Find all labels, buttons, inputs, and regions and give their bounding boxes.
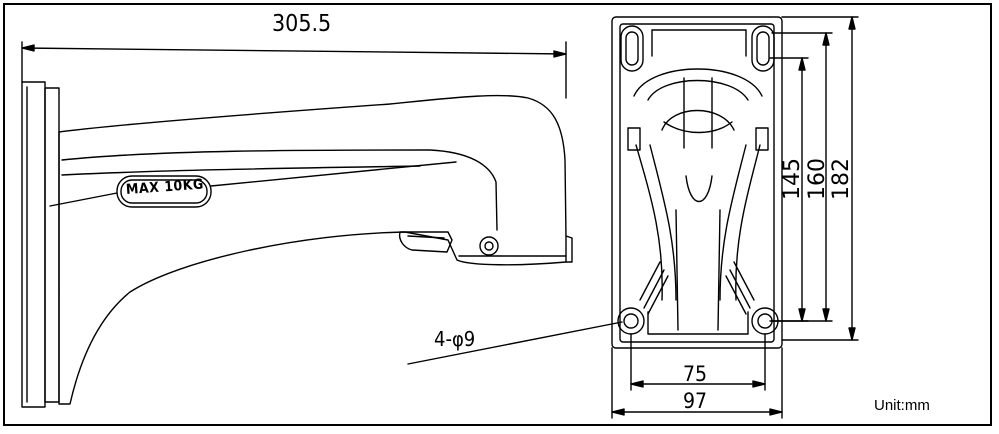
side-view — [21, 81, 573, 408]
wall-plate — [21, 81, 46, 408]
stamp-leader-left — [49, 192, 118, 207]
arrow-160-bottom — [822, 308, 830, 322]
arrow-75-right — [752, 380, 766, 388]
arrow-left — [21, 44, 35, 52]
hole-bottom-left — [617, 307, 645, 335]
screw-boss — [479, 236, 499, 256]
base-height-label: 182 — [829, 158, 854, 200]
arm-inner-line — [61, 149, 498, 231]
screw-hole — [484, 241, 494, 251]
base-width-label: 97 — [683, 389, 708, 413]
rib-left-outer — [635, 144, 663, 301]
arch-inner — [647, 79, 749, 101]
base-plate-outline — [611, 16, 783, 349]
arm-end-cap — [565, 235, 573, 263]
hatch-right — [725, 261, 755, 315]
slot-top-right — [751, 25, 775, 72]
drawing-frame — [3, 3, 992, 426]
center-channel — [675, 209, 721, 331]
arch-ring-lower — [663, 121, 733, 134]
slot-top-left — [620, 25, 644, 72]
rib-left-inner — [649, 144, 677, 301]
bottom-bay — [647, 311, 749, 335]
slot-top-left-inner — [625, 31, 639, 66]
front-view — [611, 16, 783, 349]
arrow-right — [553, 50, 567, 58]
arrow-97-left — [611, 408, 625, 416]
latch-tab-detail — [407, 235, 445, 239]
dim-vertical — [769, 16, 859, 341]
inner-height-label: 160 — [805, 158, 830, 200]
rib-right-inner — [719, 144, 747, 301]
latch-tab — [398, 231, 453, 253]
stamp-inner — [120, 179, 208, 204]
dim-arm-length — [21, 41, 567, 99]
wall-plate-flange — [44, 87, 60, 403]
hole-spec-label: 4-φ9 — [434, 327, 476, 351]
arch-outer — [633, 68, 763, 97]
arrow-145-bottom — [798, 308, 806, 322]
stamp-leader-right — [210, 161, 457, 187]
arm-inner-line-2 — [61, 165, 421, 176]
arm-length-label: 305.5 — [272, 11, 332, 37]
clip-right — [755, 127, 769, 151]
arrow-182-top — [848, 16, 856, 30]
center-notch — [685, 175, 713, 203]
clip-left — [627, 127, 641, 151]
hatch-left — [639, 261, 669, 315]
base-plate-inner — [619, 23, 775, 343]
arrow-145-top — [798, 57, 806, 71]
arrow-182-bottom — [848, 327, 856, 341]
arrow-75-left — [630, 380, 644, 388]
unit-label: Unit:mm — [874, 397, 930, 414]
hole-bottom-left-inner — [623, 313, 639, 329]
arrow-97-right — [769, 408, 783, 416]
dim-horizontal — [611, 333, 783, 419]
slot-top-right-inner — [756, 31, 770, 66]
stamp-outline — [116, 175, 212, 208]
arrow-160-top — [822, 32, 830, 46]
hole-leader-line — [407, 321, 623, 365]
hole-spacing-v-label: 145 — [780, 158, 805, 200]
arch-ring — [661, 109, 735, 131]
dim-line-arm — [21, 47, 567, 55]
hole-spacing-h-label: 75 — [683, 362, 708, 386]
top-bay — [651, 29, 747, 57]
